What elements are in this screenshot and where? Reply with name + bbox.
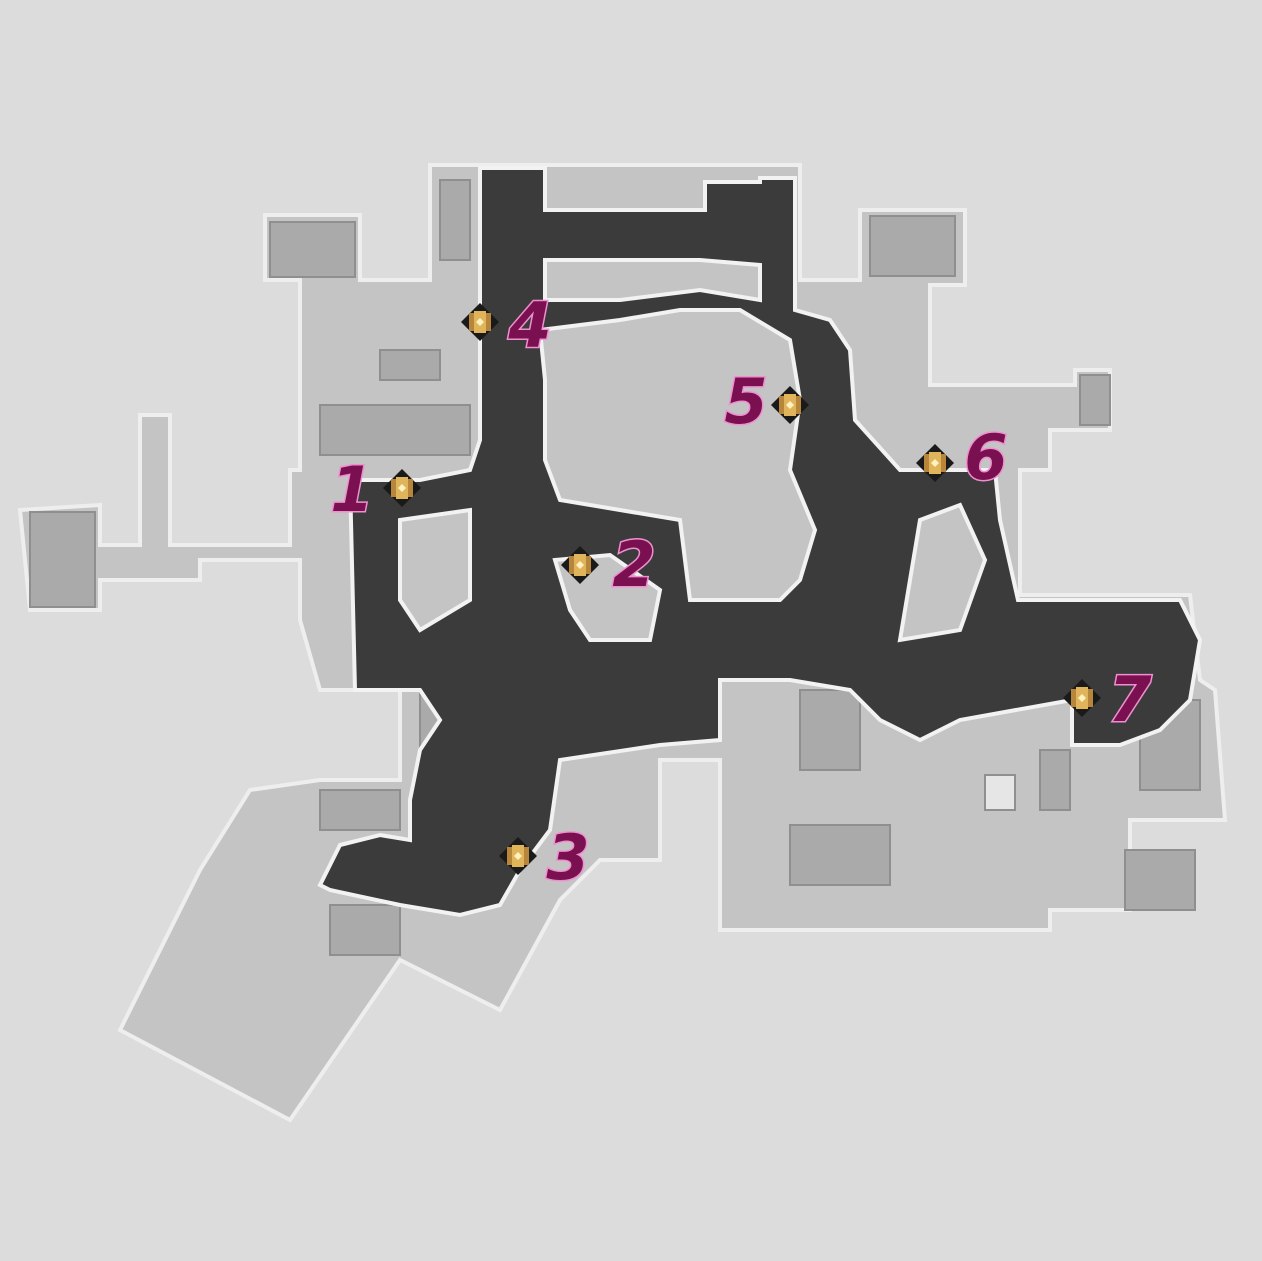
marker-label: 6: [963, 421, 1009, 494]
marker-label: 4: [507, 289, 553, 362]
treasure-chest-icon[interactable]: [915, 443, 955, 483]
treasure-chest-icon[interactable]: [1062, 678, 1102, 718]
treasure-chest-icon[interactable]: [382, 468, 422, 508]
marker-label: 7: [1107, 663, 1153, 736]
treasure-chest-icon[interactable]: [560, 545, 600, 585]
treasure-chest-icon[interactable]: [770, 385, 810, 425]
treasure-chest-icon[interactable]: [498, 836, 538, 876]
marker-label: 1: [329, 453, 375, 526]
marker-label: 3: [545, 821, 591, 894]
walkable-path: [317, 166, 1203, 918]
marker-label: 2: [611, 528, 657, 601]
marker-label: 5: [723, 365, 769, 438]
treasure-chest-icon[interactable]: [460, 302, 500, 342]
